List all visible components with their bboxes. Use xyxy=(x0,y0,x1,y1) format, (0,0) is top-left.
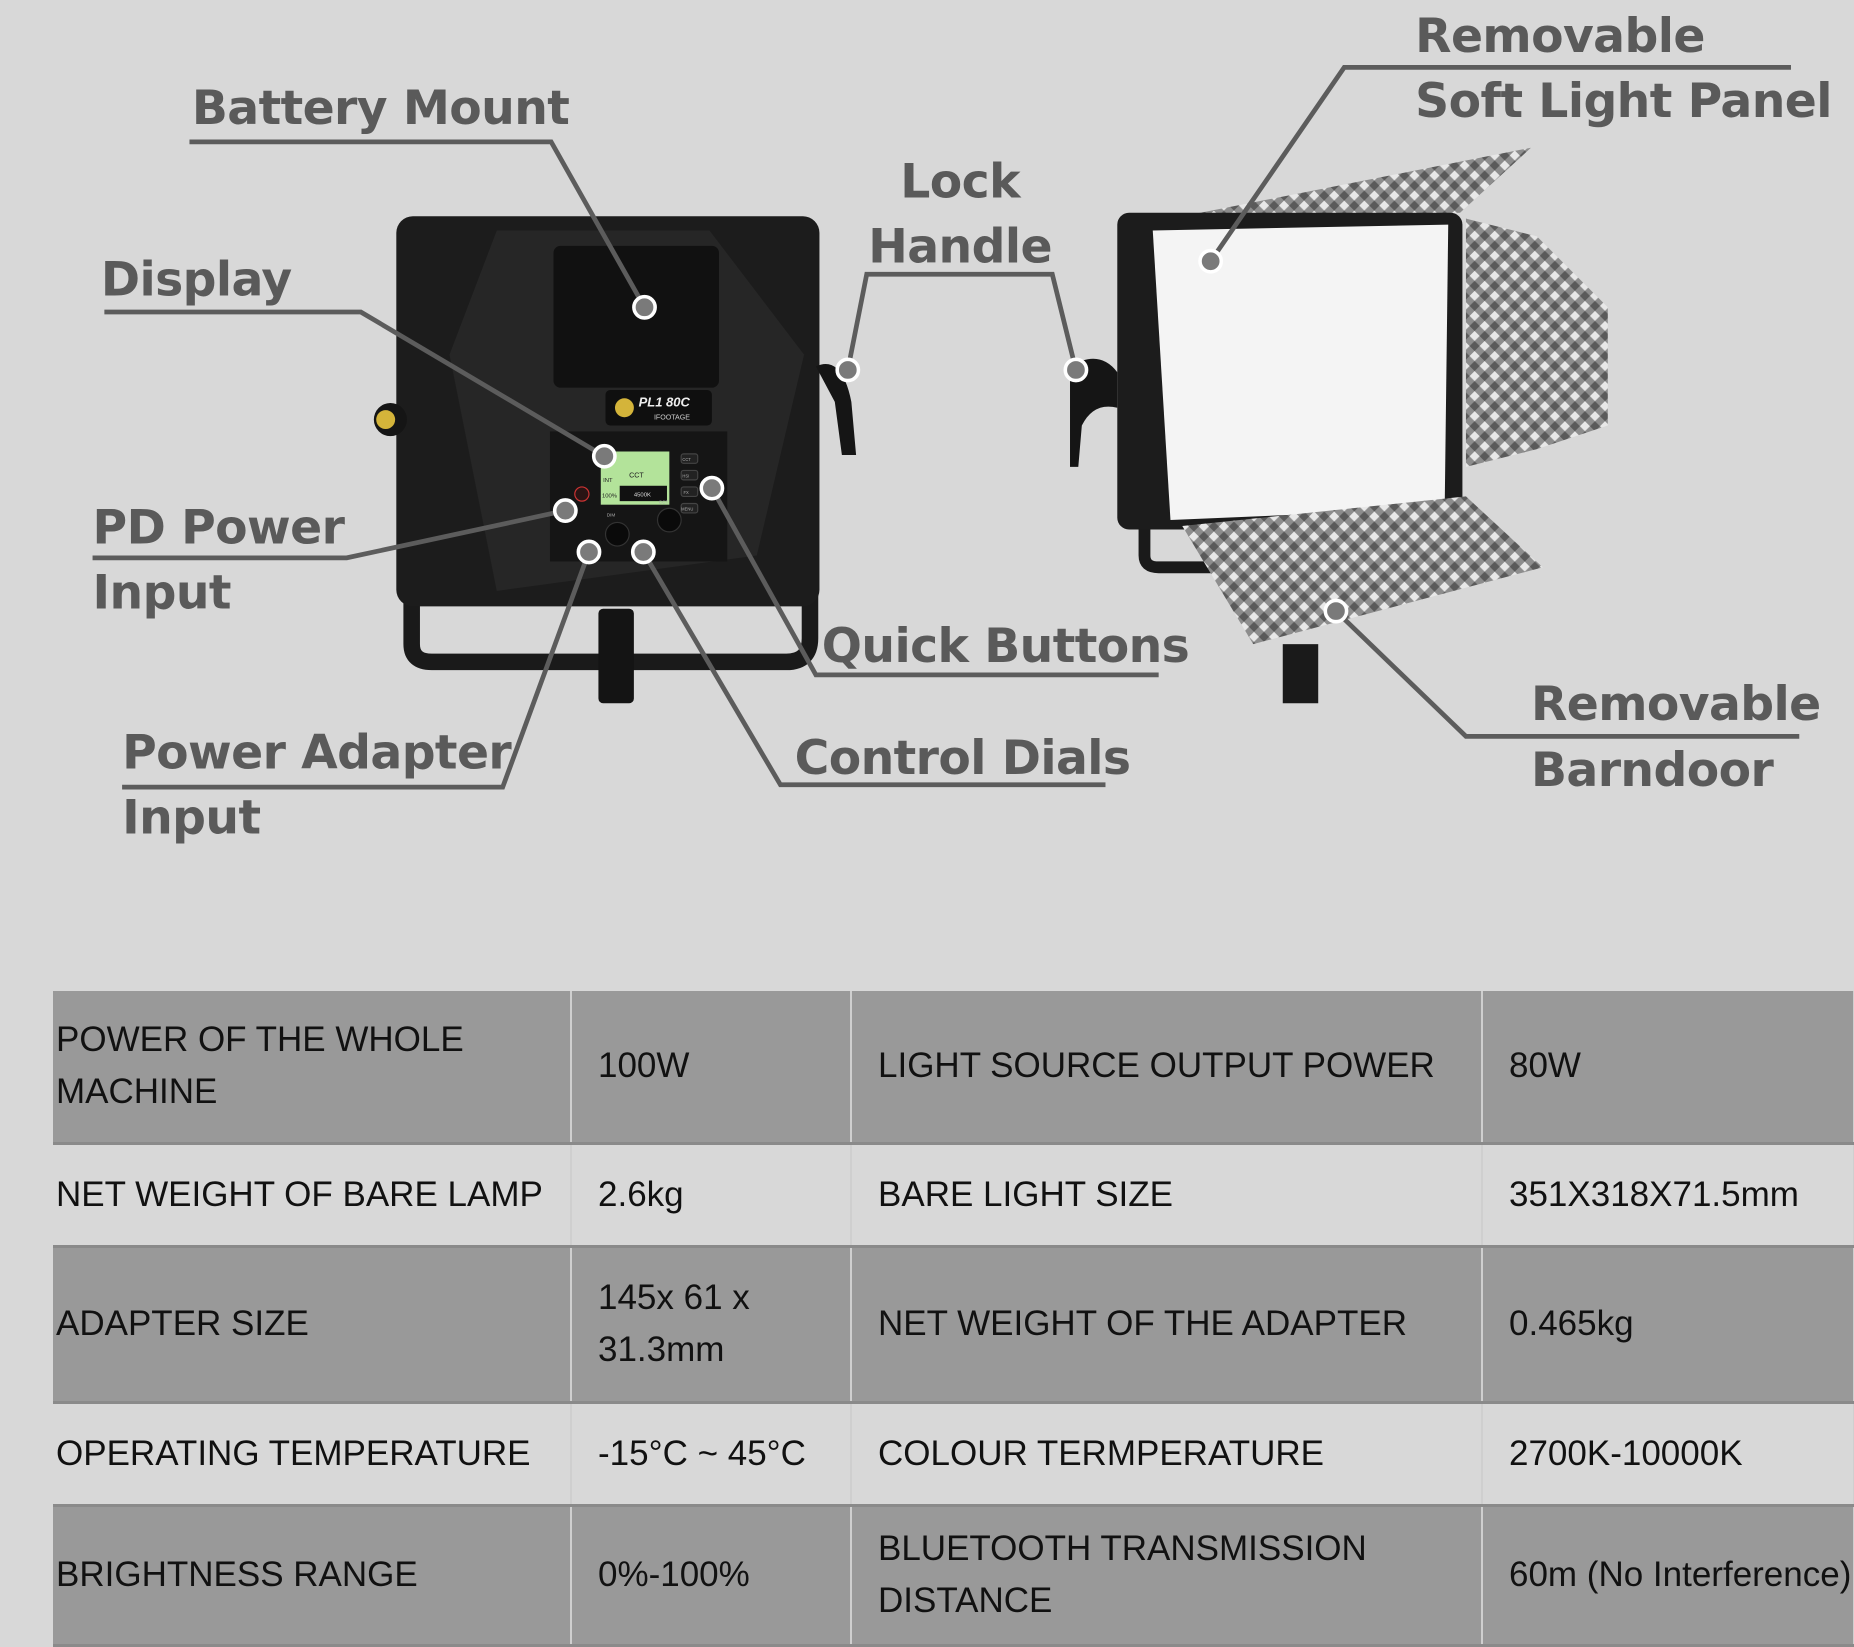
quick-button-cct xyxy=(680,453,699,464)
dot-pd-input xyxy=(552,498,578,524)
screen-int-label: INT xyxy=(603,478,613,484)
label-display: Display xyxy=(101,252,292,307)
quick-button-fx xyxy=(680,486,699,498)
stand-spigot xyxy=(1282,644,1319,704)
spec-value: 80W xyxy=(1482,991,1854,1145)
battery-plate xyxy=(553,245,719,388)
button-label: MENU xyxy=(681,507,693,512)
power-button-icon xyxy=(574,486,590,502)
spec-label: OPERATING TEMPERATURE xyxy=(53,1402,572,1507)
dial-dim xyxy=(604,521,630,547)
dial-label: DIM xyxy=(607,513,616,519)
barndoor-top xyxy=(1170,147,1531,225)
light-front-view xyxy=(1070,147,1608,704)
lock-handle-right xyxy=(1070,358,1118,467)
callout-dots xyxy=(552,248,1349,624)
table-row: NET WEIGHT OF BARE LAMP 2.6kg BARE LIGHT… xyxy=(53,1143,1854,1248)
label-power-adapter: Power Adapter xyxy=(122,725,512,780)
dot-battery-mount xyxy=(632,294,657,320)
barndoor-side xyxy=(1465,218,1608,467)
spec-label: NET WEIGHT OF BARE LAMP xyxy=(53,1143,572,1248)
dot-quick-buttons xyxy=(699,475,725,501)
product-diagram: PL1 80C IFOOTAGE CCT INT 100% 4500K CCT … xyxy=(92,9,1832,845)
spec-value: 351X318X71.5mm xyxy=(1482,1143,1854,1248)
brand-name: IFOOTAGE xyxy=(654,414,690,422)
label-removable-panel: Removable xyxy=(1415,9,1705,64)
label-quick-buttons: Quick Buttons xyxy=(822,619,1189,674)
label-pd-power: PD Power xyxy=(93,501,346,556)
spec-label: POWER OF THE WHOLE MACHINE xyxy=(53,991,572,1145)
spec-table: POWER OF THE WHOLE MACHINE 100W LIGHT SO… xyxy=(53,991,1854,1647)
spec-value: 0.465kg xyxy=(1482,1246,1854,1404)
quick-button-hsi xyxy=(680,469,699,481)
model-badge xyxy=(605,390,712,426)
dot-control-dials xyxy=(630,539,656,565)
table-row: BRIGHTNESS RANGE 0%-100% BLUETOOTH TRANS… xyxy=(53,1505,1854,1647)
spec-label: BRIGHTNESS RANGE xyxy=(53,1505,572,1647)
quick-button-menu xyxy=(680,502,699,514)
screen-mode: CCT xyxy=(629,471,644,479)
screen-cct-value: 4500K xyxy=(634,492,651,498)
model-name: PL1 80C xyxy=(639,395,691,410)
button-label: HSI xyxy=(682,473,689,478)
dial-cct xyxy=(656,507,682,533)
spec-value: -15°C ~ 45°C xyxy=(571,1402,852,1507)
spec-value: 100W xyxy=(571,991,852,1145)
table-row: ADAPTER SIZE 145x 61 x 31.3mm NET WEIGHT… xyxy=(53,1246,1854,1404)
spec-value: 0%-100% xyxy=(571,1505,852,1647)
spec-label: ADAPTER SIZE xyxy=(53,1246,572,1404)
spec-label: BARE LIGHT SIZE xyxy=(851,1143,1483,1248)
stand-spigot xyxy=(598,608,634,704)
label-handle: Handle xyxy=(868,219,1052,274)
label-soft-light-panel: Soft Light Panel xyxy=(1415,74,1832,129)
barndoor-bottom xyxy=(1182,496,1543,645)
dot-lock-handle-left xyxy=(835,357,861,383)
label-pd-input: Input xyxy=(93,566,231,621)
table-row: OPERATING TEMPERATURE -15°C ~ 45°C COLOU… xyxy=(53,1402,1854,1507)
dot-lock-handle-right xyxy=(1063,357,1089,383)
label-control-dials: Control Dials xyxy=(795,731,1131,786)
label-battery-mount: Battery Mount xyxy=(192,81,569,136)
spec-label: BLUETOOTH TRANSMISSION DISTANCE xyxy=(851,1505,1483,1647)
dot-barndoor xyxy=(1323,598,1349,624)
soft-light-panel xyxy=(1152,224,1449,521)
dot-display xyxy=(591,443,617,469)
spec-label: COLOUR TERMPERATURE xyxy=(851,1402,1483,1507)
button-label: FX xyxy=(684,490,690,495)
dial-label: CCT xyxy=(659,500,669,506)
label-barndoor: Barndoor xyxy=(1531,743,1775,798)
logo-icon xyxy=(614,398,634,418)
dot-soft-panel xyxy=(1198,248,1224,274)
spec-label: NET WEIGHT OF THE ADAPTER xyxy=(851,1246,1483,1404)
table-row: POWER OF THE WHOLE MACHINE 100W LIGHT SO… xyxy=(53,991,1854,1145)
light-back-view: PL1 80C IFOOTAGE CCT INT 100% 4500K CCT … xyxy=(373,216,857,704)
spec-value: 145x 61 x 31.3mm xyxy=(571,1246,852,1404)
spec-value: 2.6kg xyxy=(571,1143,852,1248)
button-label: CCT xyxy=(682,457,691,462)
spec-label: LIGHT SOURCE OUTPUT POWER xyxy=(851,991,1483,1145)
screen-int-value: 100% xyxy=(602,494,618,500)
label-removable-barndoor: Removable xyxy=(1531,677,1821,732)
label-adapter-input: Input xyxy=(122,790,260,845)
lock-handle-left xyxy=(815,364,857,456)
spec-value: 2700K-10000K xyxy=(1482,1402,1854,1507)
dot-adapter-input xyxy=(576,539,602,565)
spec-value: 60m (No Interference) xyxy=(1482,1505,1854,1647)
label-lock: Lock xyxy=(900,154,1022,209)
